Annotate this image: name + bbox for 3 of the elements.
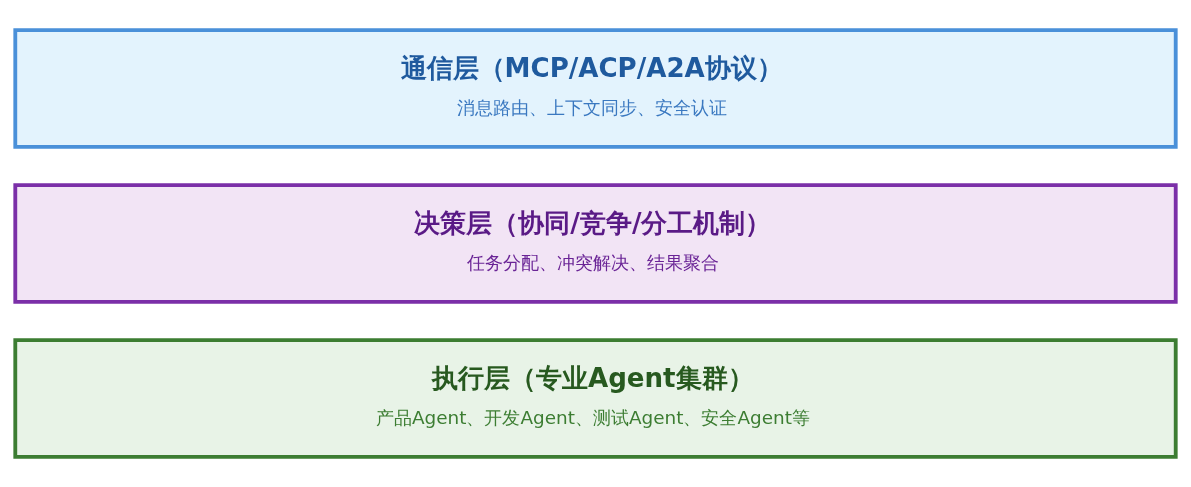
node-box: 执行层（专业Agent集群） 产品Agent、开发Agent、测试Agent、安全Agent等 [13, 338, 1178, 459]
node-box: 决策层（协同/竞争/分工机制） 任务分配、冲突解决、结果聚合 [13, 183, 1178, 304]
node-box: 通信层（MCP/ACP/A2A协议） 消息路由、上下文同步、安全认证 [13, 28, 1178, 149]
